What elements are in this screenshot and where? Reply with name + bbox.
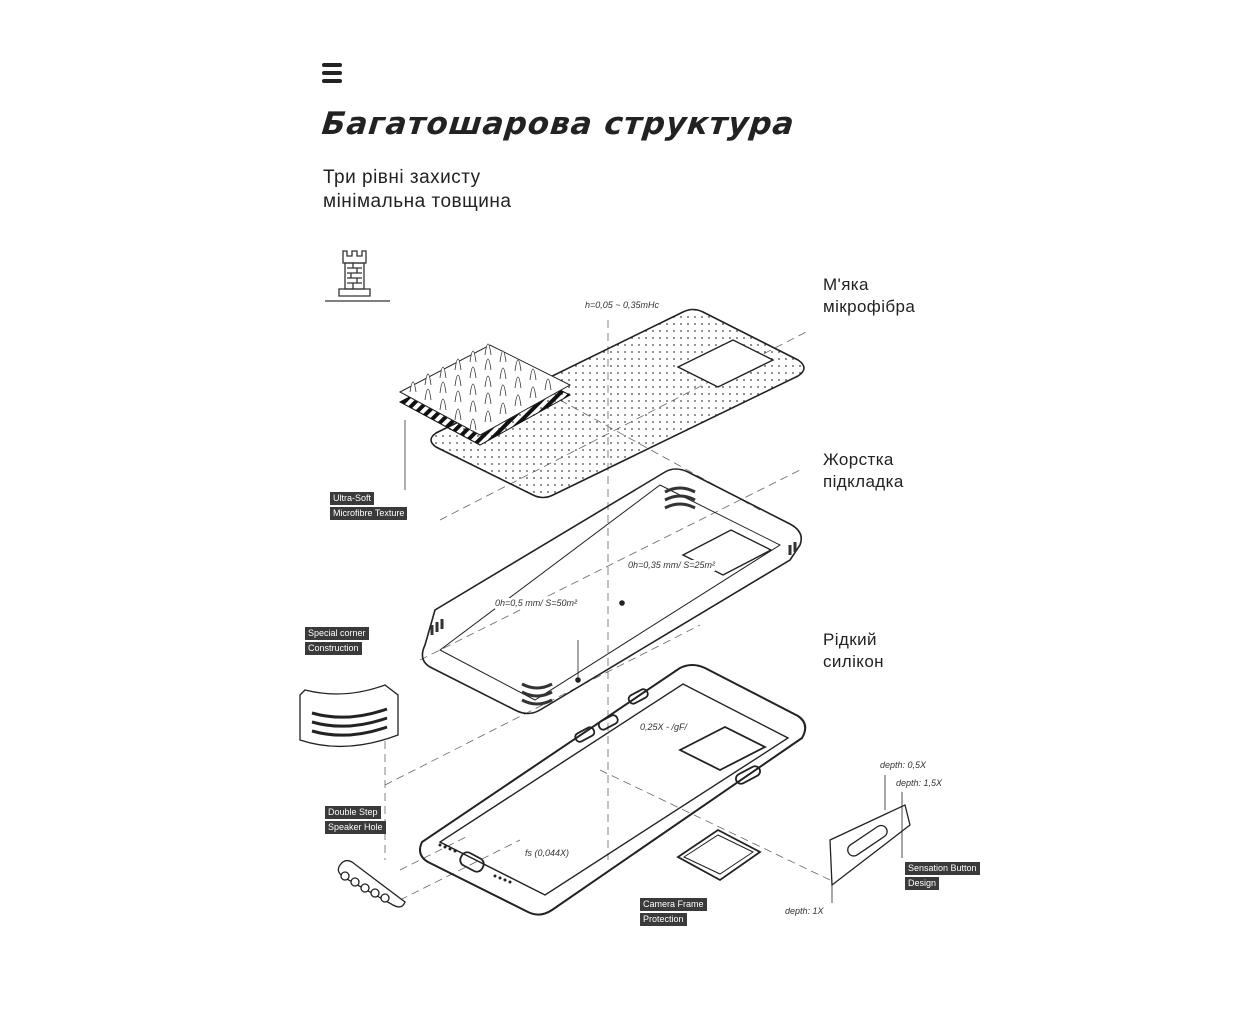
castle-tower-icon <box>325 250 390 302</box>
side-button-detail <box>829 775 911 903</box>
layer-label-line: силікон <box>823 652 884 671</box>
silicone-bumper-layer <box>419 664 807 916</box>
tag-button: Design <box>905 877 940 890</box>
hamburger-menu-icon[interactable] <box>322 63 342 84</box>
corner-detail <box>299 684 399 748</box>
tag-button: Sensation Button <box>905 862 980 875</box>
layer-label-line: Жорстка <box>823 450 894 469</box>
tag-camera: Camera Frame <box>640 898 707 911</box>
tag-microfibre: Ultra-Soft <box>330 492 375 505</box>
subtitle-line: мінімальна товщина <box>323 191 512 212</box>
tag-speaker: Double Step <box>325 806 381 819</box>
dimension-label: depth: 1X <box>785 906 824 917</box>
subtitle-line: Три рівні захисту <box>323 167 481 188</box>
tag-speaker: Speaker Hole <box>325 821 386 834</box>
tag-corner: Construction <box>305 642 362 655</box>
camera-frame <box>676 828 762 882</box>
dimension-label: 0,25X - /gF/ <box>640 722 688 733</box>
subtitle: Три рівні захисту мінімальна товщина <box>323 166 511 214</box>
microfibre-layer <box>398 308 805 499</box>
dimension-label: 0h=0,35 mm/ S=25m² <box>628 560 716 571</box>
layer-label-line: підкладка <box>823 472 904 491</box>
tag-corner: Special corner <box>305 627 369 640</box>
dimension-label: fs (0,044X) <box>525 848 570 859</box>
dimension-label: h=0,05 ~ 0,35mHc <box>585 300 660 311</box>
speaker-piece <box>337 859 406 908</box>
layer-label-silicone: Рідкий силікон <box>823 629 884 673</box>
layer-label-line: М'яка <box>823 275 869 294</box>
dimension-label: depth: 1,5X <box>896 778 943 789</box>
tag-camera: Protection <box>640 913 687 926</box>
dimension-label: 0h=0,5 mm/ S=50m² <box>495 598 578 609</box>
layer-label-hard-base: Жорстка підкладка <box>823 449 904 493</box>
dimension-label: depth: 0,5X <box>880 760 927 771</box>
hard-shell-layer <box>421 468 803 715</box>
layer-label-line: мікрофібра <box>823 297 916 316</box>
layer-label-microfibre: М'яка мікрофібра <box>823 274 915 318</box>
layer-label-line: Рідкий <box>823 630 877 649</box>
tag-microfibre: Microfibre Texture <box>330 507 408 520</box>
